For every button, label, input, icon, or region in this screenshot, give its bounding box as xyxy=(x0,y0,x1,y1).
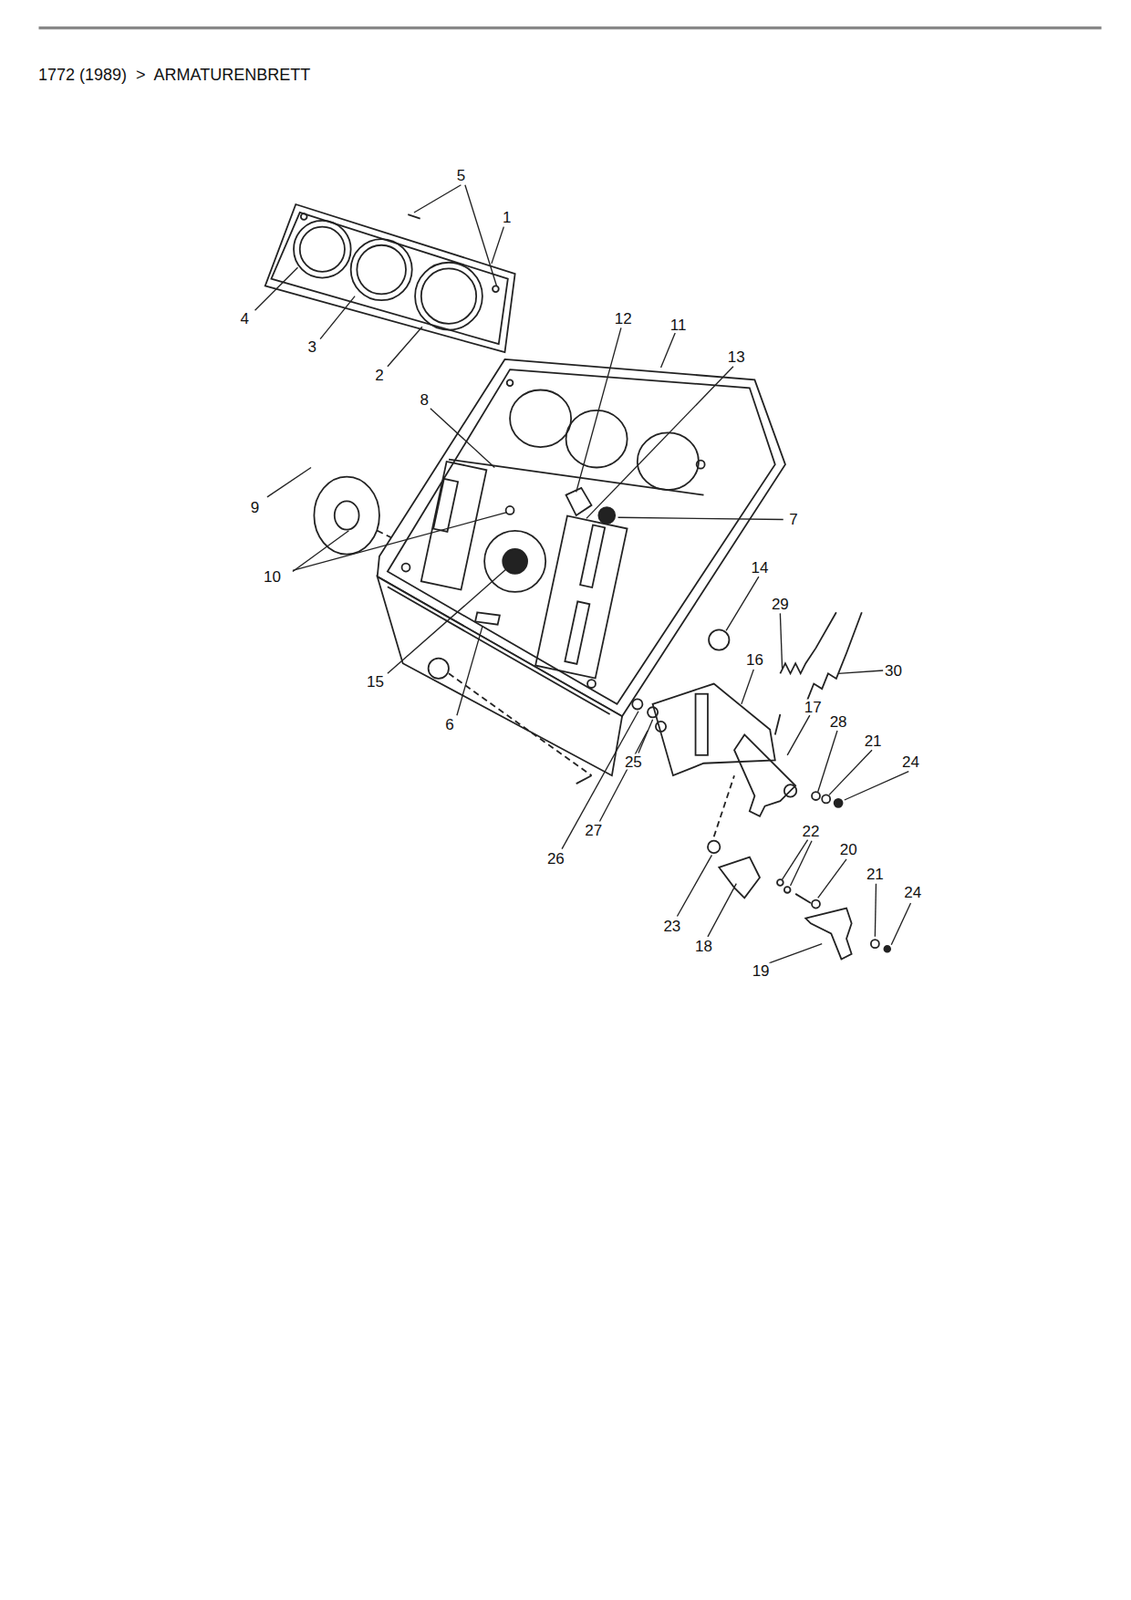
callout-number: 7 xyxy=(788,511,799,528)
callout-number: 24 xyxy=(902,884,923,901)
callout-number: 29 xyxy=(770,595,790,612)
callout-number: 16 xyxy=(745,652,765,668)
callout-number: 6 xyxy=(444,715,455,732)
callout-number: 28 xyxy=(829,713,849,729)
callout-number: 17 xyxy=(803,698,823,715)
callout-number: 27 xyxy=(583,822,603,839)
callout-number: 12 xyxy=(613,310,633,326)
callout-number: 11 xyxy=(669,316,688,333)
callout-number: 15 xyxy=(365,673,385,689)
callout-number: 1 xyxy=(501,209,512,226)
callout-number: 30 xyxy=(883,662,903,678)
callout-number: 23 xyxy=(662,918,682,934)
callout-number: 26 xyxy=(546,850,566,867)
callout-number: 5 xyxy=(456,167,467,184)
page-title: 1772 (1989) > ARMATURENBRETT xyxy=(38,66,311,84)
callout-number: 14 xyxy=(750,559,770,575)
callout-number: 3 xyxy=(306,339,317,355)
callout-number: 2 xyxy=(373,367,384,384)
callout-number: 22 xyxy=(800,823,820,840)
callout-number: 13 xyxy=(726,349,747,365)
callout-number: 24 xyxy=(901,754,921,770)
callout-number: 18 xyxy=(694,937,714,954)
callout-number: 25 xyxy=(623,754,644,770)
callout-number: 20 xyxy=(839,841,859,858)
callout-number: 19 xyxy=(751,963,771,979)
callout-number: 8 xyxy=(418,392,429,408)
callout-number: 9 xyxy=(249,498,260,515)
callout-number: 21 xyxy=(863,732,883,748)
callout-number: 10 xyxy=(262,568,282,584)
callout-number: 21 xyxy=(865,866,885,882)
callout-number: 4 xyxy=(239,310,250,326)
